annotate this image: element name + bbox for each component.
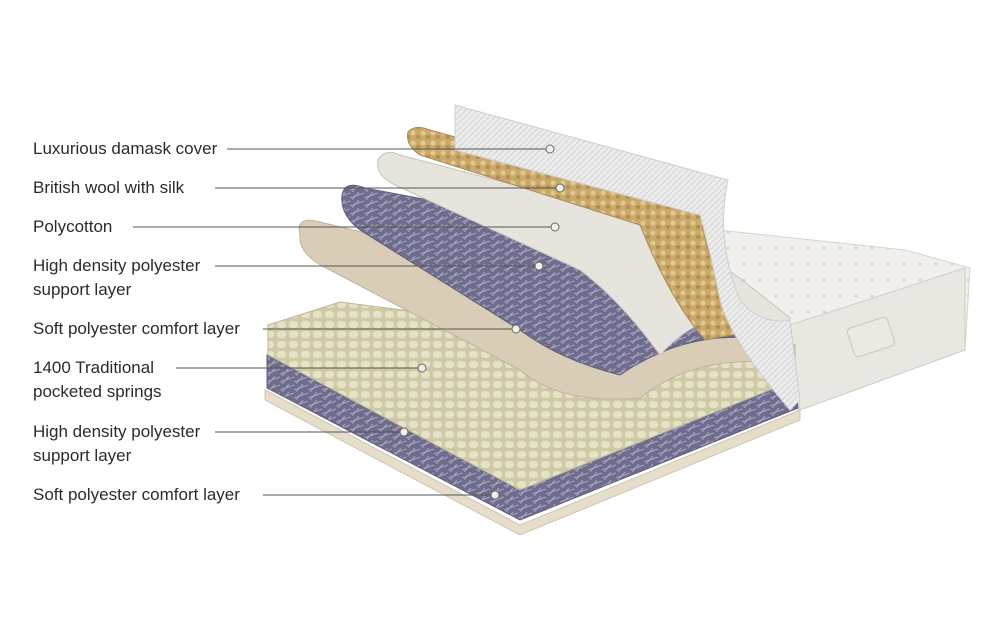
label-line: pocketed springs — [33, 382, 162, 401]
leader-dot — [399, 427, 409, 437]
label-line: Soft polyester comfort layer — [33, 319, 240, 338]
label-high-density-support-2: High density polyester support layer — [33, 420, 200, 468]
leader-dot — [534, 261, 544, 271]
label-pocketed-springs: 1400 Traditional pocketed springs — [33, 356, 162, 404]
label-high-density-support-1: High density polyester support layer — [33, 254, 200, 302]
leader-dot — [490, 490, 500, 500]
leader-lines — [133, 148, 558, 496]
label-line: British wool with silk — [33, 178, 185, 197]
leader-dot — [417, 363, 427, 373]
label-line: Soft polyester comfort layer — [33, 485, 240, 504]
label-line: High density polyester — [33, 256, 201, 275]
leader-dot — [555, 183, 565, 193]
label-damask-cover: Luxurious damask cover — [33, 137, 217, 161]
label-line: Polycotton — [33, 217, 113, 236]
label-polycotton: Polycotton — [33, 215, 112, 239]
label-line: Luxurious damask cover — [33, 139, 218, 158]
damask-cover-shape — [454, 104, 801, 411]
label-soft-comfort-2: Soft polyester comfort layer — [33, 483, 240, 507]
label-line: support layer — [33, 446, 132, 465]
label-line: 1400 Traditional — [33, 358, 154, 377]
leader-dot — [550, 222, 560, 232]
leader-dots — [399, 144, 565, 500]
label-line: support layer — [33, 280, 132, 299]
label-soft-comfort-1: Soft polyester comfort layer — [33, 317, 240, 341]
leader-dot — [545, 144, 555, 154]
label-line: High density polyester — [33, 422, 201, 441]
leader-dot — [511, 324, 521, 334]
bottom-comfort-layer-shape — [264, 389, 801, 536]
label-british-wool: British wool with silk — [33, 176, 184, 200]
